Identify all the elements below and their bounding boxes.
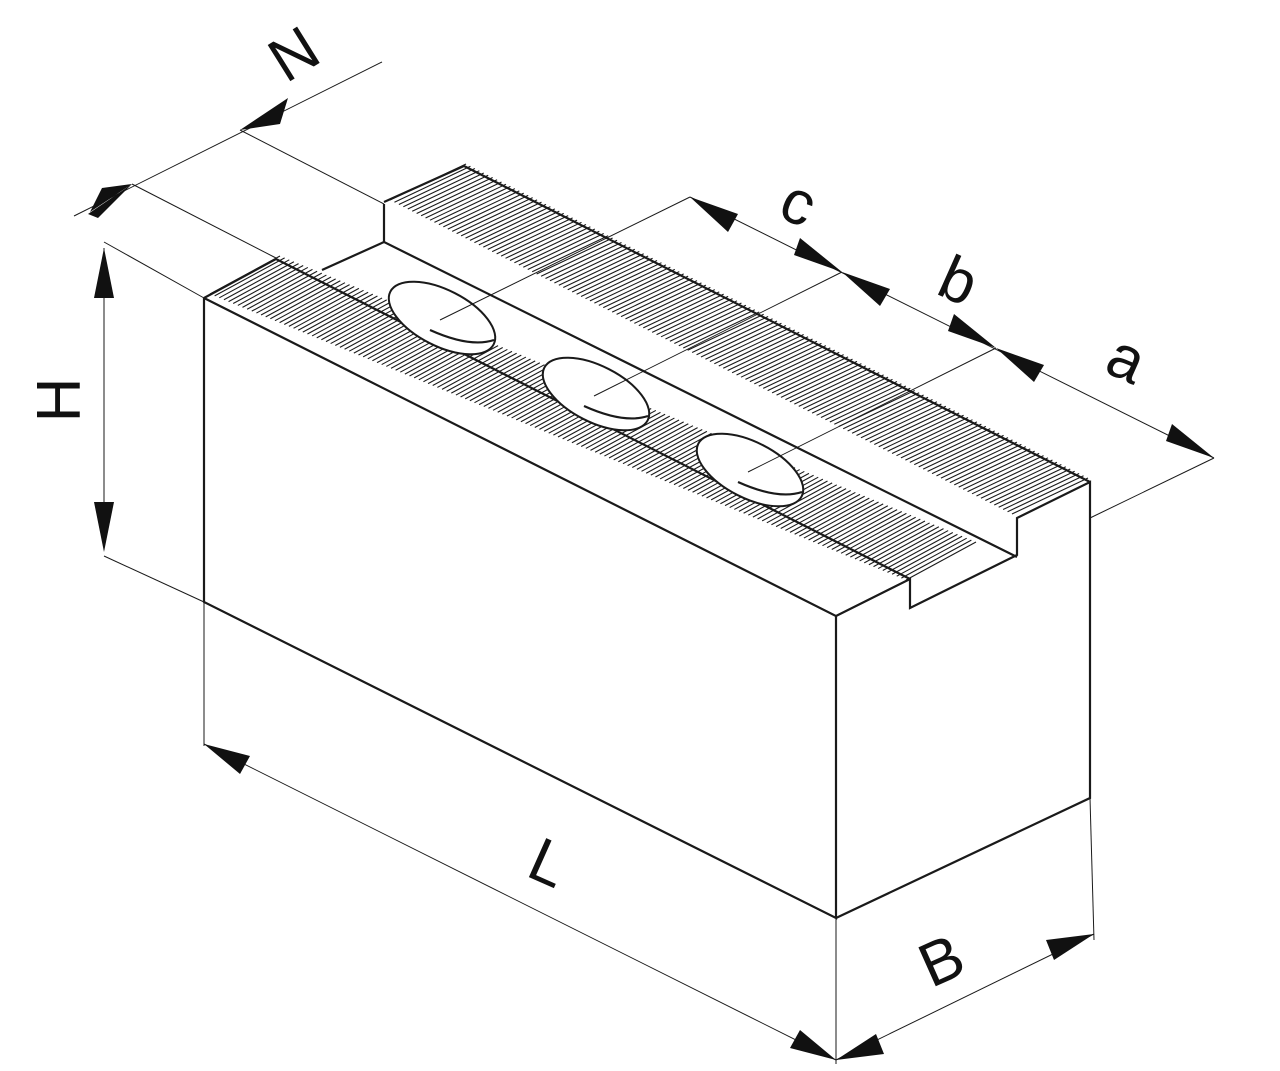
arrow-a-end xyxy=(1166,424,1214,458)
back-step-edge xyxy=(382,204,1018,558)
label-c: c xyxy=(770,165,826,241)
serrated-tooth-strips xyxy=(209,163,1089,581)
hole-3 xyxy=(695,432,805,508)
arrow-b-width-start xyxy=(836,1034,884,1060)
arrow-b-start xyxy=(842,272,890,306)
end-face xyxy=(835,480,1092,919)
arrow-h-top xyxy=(94,248,114,298)
arrowheads xyxy=(88,98,1214,1060)
label-b: b xyxy=(929,243,989,320)
arrow-b-width-end xyxy=(1046,934,1094,960)
arrow-n-right xyxy=(240,98,288,130)
mounting-holes xyxy=(387,280,805,508)
label-n: N xyxy=(257,13,332,95)
arrow-h-bottom xyxy=(94,502,114,552)
arrow-a-start xyxy=(996,348,1044,382)
arrow-n-left xyxy=(90,184,132,212)
hole-1 xyxy=(387,280,497,356)
label-l: L xyxy=(519,825,579,902)
back-strip-edge xyxy=(383,164,1091,483)
channel-back-edge xyxy=(321,240,385,272)
arrow-c-start xyxy=(690,197,738,232)
hole-2 xyxy=(541,356,651,432)
front-strip-edge xyxy=(203,257,911,580)
back-serrations xyxy=(389,163,1089,515)
arrow-c-end xyxy=(794,238,842,272)
arrow-l-end xyxy=(790,1030,836,1060)
arrow-b-end xyxy=(948,314,996,348)
dimension-labels: N c b a H L B xyxy=(25,13,1157,1001)
label-h: H xyxy=(25,378,94,423)
dimension-lines xyxy=(73,61,1215,1064)
label-a: a xyxy=(1097,321,1157,398)
label-b-width: B xyxy=(909,921,975,1001)
arrow-l-start xyxy=(204,744,250,774)
